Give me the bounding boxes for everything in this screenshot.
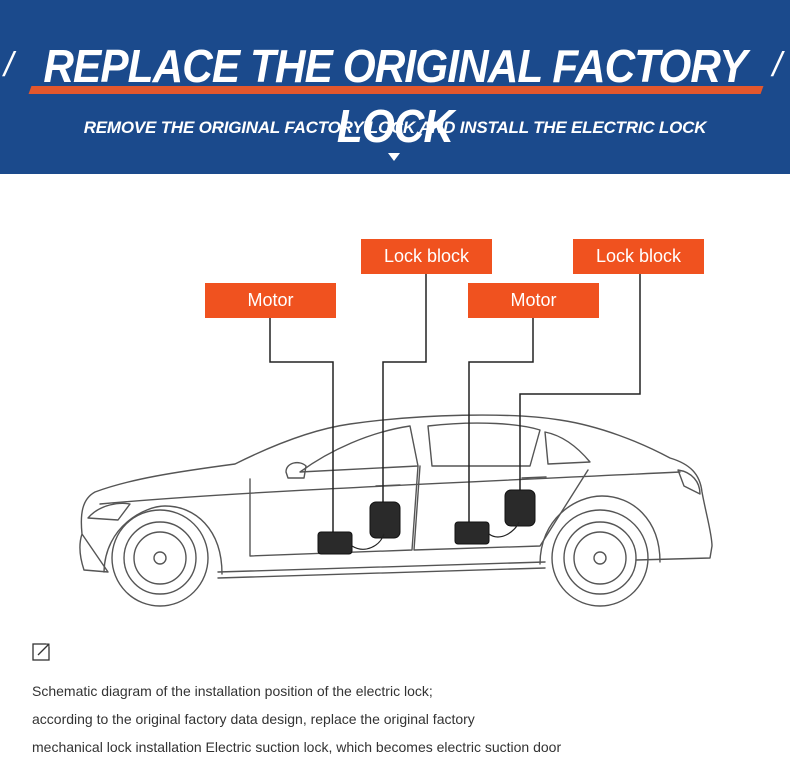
leader-line-motor-front [269, 318, 334, 532]
front-wheel-arch [103, 505, 223, 575]
car-illustration [79, 274, 713, 607]
leader-line-motor-rear [468, 318, 534, 532]
quarter-window [544, 431, 591, 465]
front-door-handle [375, 484, 401, 487]
header-banner: / REPLACE THE ORIGINAL FACTORY LOCK / RE… [0, 0, 790, 174]
rear-wheel [551, 509, 649, 607]
leader-line-lock-rear [519, 274, 641, 494]
rear-wheel-arch [539, 495, 661, 565]
label-lock-block-front: Lock block [361, 239, 492, 274]
description-line-2: according to the original factory data d… [32, 711, 475, 727]
rear-motor-unit [454, 521, 490, 545]
page-title: REPLACE THE ORIGINAL FACTORY LOCK [43, 40, 747, 152]
front-lock-block [369, 501, 401, 539]
rear-window [427, 422, 541, 467]
front-motor-unit [317, 531, 353, 555]
installation-diagram: Motor Lock block Motor Lock block [0, 174, 790, 634]
title-row: / REPLACE THE ORIGINAL FACTORY LOCK / [0, 34, 790, 152]
label-lock-block-rear: Lock block [573, 239, 704, 274]
label-motor-front: Motor [205, 283, 336, 318]
leader-line-lock-front [382, 274, 427, 514]
taillight [677, 469, 701, 495]
front-window [299, 425, 419, 473]
rocker-line [217, 567, 546, 579]
label-motor-rear: Motor [468, 283, 599, 318]
character-line [99, 471, 681, 505]
down-arrow-icon [388, 153, 400, 161]
rear-door-handle [521, 476, 547, 479]
description-line-3: mechanical lock installation Electric su… [32, 739, 562, 755]
page-subtitle: REMOVE THE ORIGINAL FACTORY LOCK AND INS… [83, 118, 707, 137]
edit-icon [32, 641, 52, 661]
description-line-1: Schematic diagram of the installation po… [32, 683, 433, 699]
side-mirror [285, 461, 307, 479]
rear-door [413, 465, 589, 551]
title-slash-right: / [772, 46, 782, 84]
title-slash-left: / [4, 46, 14, 84]
car-body-outline [79, 414, 713, 573]
rear-lock-block [504, 489, 536, 527]
front-wheel [111, 509, 209, 607]
headlight [87, 502, 131, 521]
